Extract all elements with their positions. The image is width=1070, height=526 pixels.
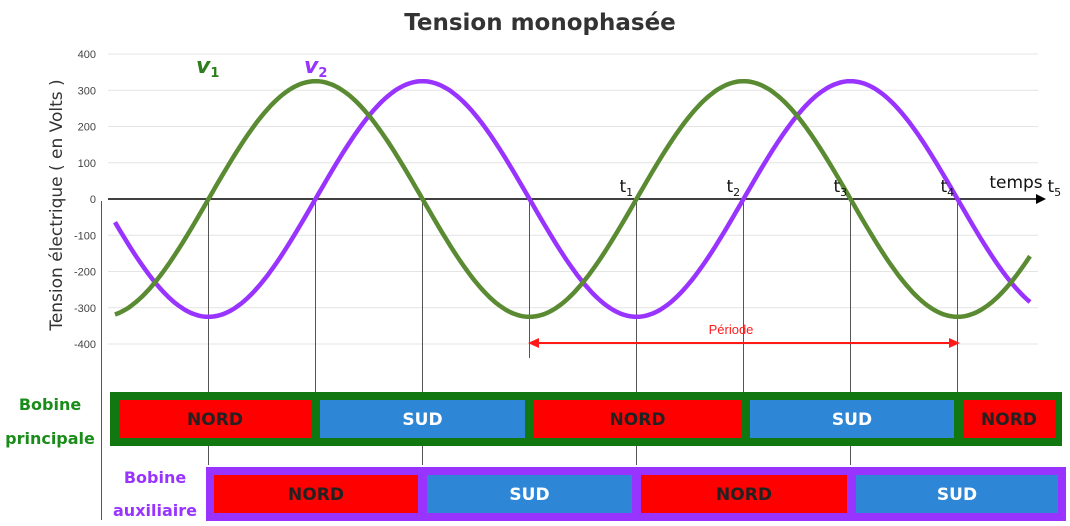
time-markers: t1 t2 t3 t4 t5	[620, 177, 1062, 199]
y-tick-200: 200	[78, 122, 96, 134]
bobine-auxiliaire-segments: NORD SUD NORD SUD	[214, 475, 1058, 513]
principale-segment-label-1: NORD	[187, 410, 243, 430]
auxiliaire-segment-2	[427, 475, 632, 513]
auxiliaire-segment-label-3: NORD	[716, 485, 772, 505]
y-tick-400: 400	[78, 49, 96, 61]
series-v1-line	[114, 78, 1032, 320]
series-v2-line	[113, 78, 1032, 320]
period-arrow-left	[528, 338, 539, 348]
auxiliaire-segment-3	[641, 475, 847, 513]
principale-segment-label-4: SUD	[832, 410, 872, 430]
row-label-principale: Bobine principale	[5, 395, 95, 448]
y-tick--100: -100	[74, 230, 96, 242]
y-tick-100: 100	[78, 158, 96, 170]
principale-segment-label-5: NORD	[981, 410, 1037, 430]
row-label-principale-line2: principale	[5, 429, 95, 448]
series-v2-label: v2	[304, 54, 327, 81]
period-arrow-right	[949, 338, 960, 348]
auxiliaire-segment-label-2: SUD	[509, 485, 549, 505]
auxiliaire-segment-1	[214, 475, 418, 513]
time-marker-t1: t1	[620, 177, 634, 199]
x-axis-label: temps	[989, 173, 1042, 193]
y-tick--400: -400	[74, 339, 96, 351]
y-tick-300: 300	[78, 85, 96, 97]
row-label-auxiliaire-line1: Bobine	[124, 468, 187, 487]
row-label-principale-line1: Bobine	[19, 395, 82, 414]
y-tick-0: 0	[90, 194, 96, 206]
y-axis-label: Tension électrique ( en Volts )	[47, 79, 67, 331]
bobine-principale-segments: NORD SUD NORD SUD NORD	[119, 400, 1055, 438]
y-tick--200: -200	[74, 267, 96, 279]
y-tick--300: -300	[74, 303, 96, 315]
period-label: Période	[709, 322, 754, 337]
auxiliaire-segment-label-1: NORD	[288, 485, 344, 505]
principale-segment-5	[963, 400, 1055, 438]
row-label-auxiliaire-line2: auxiliaire	[113, 501, 197, 520]
principale-segment-2	[320, 400, 525, 438]
principale-segment-4	[750, 400, 954, 438]
y-tick-labels: 400 300 200 100 0 -100 -200 -300 -400	[74, 49, 96, 351]
chart-title: Tension monophasée	[404, 10, 676, 36]
x-axis-arrowhead	[1036, 194, 1046, 204]
principale-segment-label-2: SUD	[402, 410, 442, 430]
auxiliaire-segment-4	[856, 475, 1058, 513]
principale-segment-1	[119, 400, 311, 438]
row-label-auxiliaire: Bobine auxiliaire	[113, 468, 197, 520]
period-indicator: Période	[528, 322, 960, 348]
time-marker-t3: t3	[834, 177, 848, 199]
time-marker-t5: t5	[1048, 177, 1062, 199]
auxiliaire-segment-label-4: SUD	[937, 485, 977, 505]
principale-segment-label-3: NORD	[610, 410, 666, 430]
series-v1-label: v1	[196, 54, 219, 81]
time-marker-t2: t2	[727, 177, 741, 199]
principale-segment-3	[534, 400, 741, 438]
time-marker-t4: t4	[941, 177, 955, 199]
